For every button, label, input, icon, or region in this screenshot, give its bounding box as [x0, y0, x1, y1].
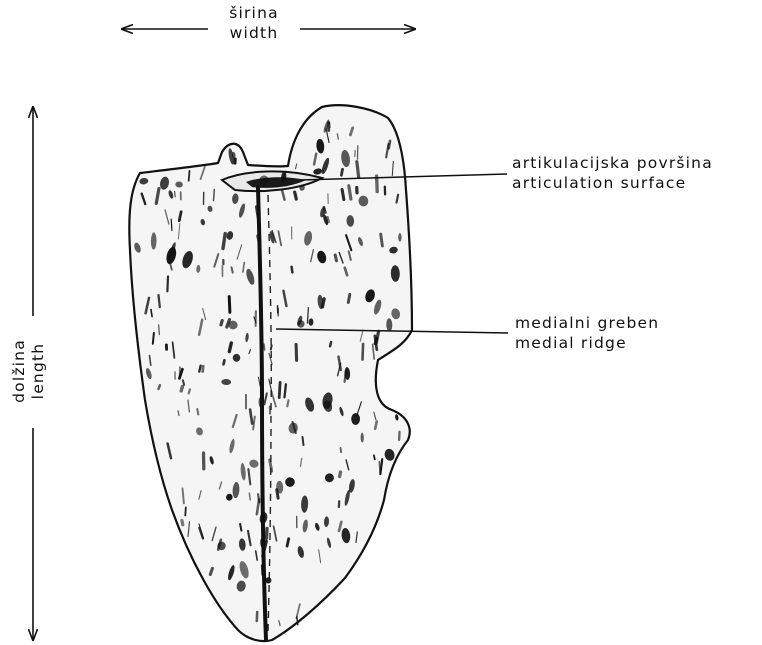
- texture-stroke: [203, 366, 204, 372]
- texture-stroke: [199, 366, 200, 372]
- texture-stroke: [229, 297, 230, 313]
- texture-pit: [398, 233, 401, 242]
- articulation-surface-label-english: articulation surface: [512, 173, 713, 193]
- texture-stroke: [240, 524, 241, 531]
- texture-stroke: [221, 321, 222, 325]
- texture-stroke: [270, 460, 272, 471]
- medial-ridge-label-local: medialni greben: [515, 313, 659, 333]
- texture-stroke: [224, 360, 225, 364]
- texture-stroke: [181, 387, 182, 391]
- texture-stroke: [159, 325, 160, 335]
- texture-stroke: [232, 267, 233, 272]
- texture-stroke: [249, 493, 250, 500]
- texture-stroke: [357, 162, 359, 178]
- texture-stroke: [292, 267, 293, 273]
- texture-stroke: [262, 565, 263, 575]
- texture-stroke: [159, 295, 160, 307]
- texture-stroke: [171, 219, 172, 230]
- texture-stroke: [342, 190, 344, 200]
- texture-stroke: [264, 344, 265, 350]
- texture-stroke: [277, 490, 278, 499]
- width-label: širina width: [204, 3, 304, 43]
- texture-stroke: [183, 380, 184, 385]
- texture-stroke: [335, 255, 336, 261]
- texture-stroke: [375, 422, 377, 429]
- texture-stroke: [341, 448, 342, 452]
- texture-stroke: [197, 409, 198, 414]
- texture-stroke: [229, 343, 231, 352]
- texture-stroke: [295, 192, 297, 199]
- texture-stroke: [285, 384, 286, 397]
- texture-stroke: [287, 400, 288, 406]
- width-label-local: širina: [204, 3, 304, 23]
- texture-stroke: [397, 195, 399, 203]
- texture-stroke: [303, 437, 304, 445]
- texture-stroke: [189, 171, 190, 181]
- articulation-surface-label-local: artikulacijska površina: [512, 153, 713, 173]
- texture-stroke: [153, 333, 154, 344]
- texture-stroke: [175, 192, 176, 197]
- articulation-surface-label: artikulacijska površina articulation sur…: [512, 153, 713, 193]
- texture-stroke: [375, 336, 377, 350]
- texture-stroke: [349, 186, 351, 199]
- texture-stroke: [374, 455, 375, 459]
- width-label-english: width: [204, 23, 304, 43]
- length-label-english: length: [29, 321, 48, 421]
- texture-stroke: [271, 345, 272, 349]
- texture-stroke: [185, 507, 186, 515]
- texture-stroke: [167, 277, 168, 292]
- texture-stroke: [151, 310, 152, 317]
- texture-stroke: [179, 212, 181, 221]
- texture-stroke: [379, 462, 380, 475]
- medial-ridge-label: medialni greben medial ridge: [515, 313, 659, 353]
- texture-stroke: [178, 411, 179, 416]
- texture-stroke: [296, 344, 297, 360]
- texture-stroke: [267, 528, 268, 538]
- texture-stroke: [214, 190, 215, 201]
- texture-stroke: [223, 234, 225, 249]
- texture-stroke: [279, 382, 280, 397]
- texture-stroke: [363, 344, 364, 360]
- texture-stroke: [341, 169, 342, 175]
- texture-stroke: [340, 472, 341, 477]
- texture-stroke: [377, 176, 378, 192]
- texture-stroke: [323, 299, 325, 307]
- texture-stroke: [257, 207, 259, 220]
- texture-stroke: [330, 342, 331, 346]
- texture-stroke: [287, 539, 289, 546]
- texture-stroke: [159, 385, 160, 389]
- length-label: dolžina length: [10, 321, 50, 421]
- length-label-local: dolžina: [10, 321, 29, 421]
- texture-stroke: [258, 494, 259, 502]
- texture-stroke: [348, 294, 350, 302]
- texture-stroke: [327, 217, 328, 221]
- texture-stroke: [189, 389, 190, 393]
- medial-ridge-label-english: medial ridge: [515, 333, 659, 353]
- texture-stroke: [210, 568, 212, 574]
- texture-stroke: [258, 236, 260, 244]
- texture-stroke: [381, 234, 383, 246]
- texture-stroke: [182, 521, 183, 525]
